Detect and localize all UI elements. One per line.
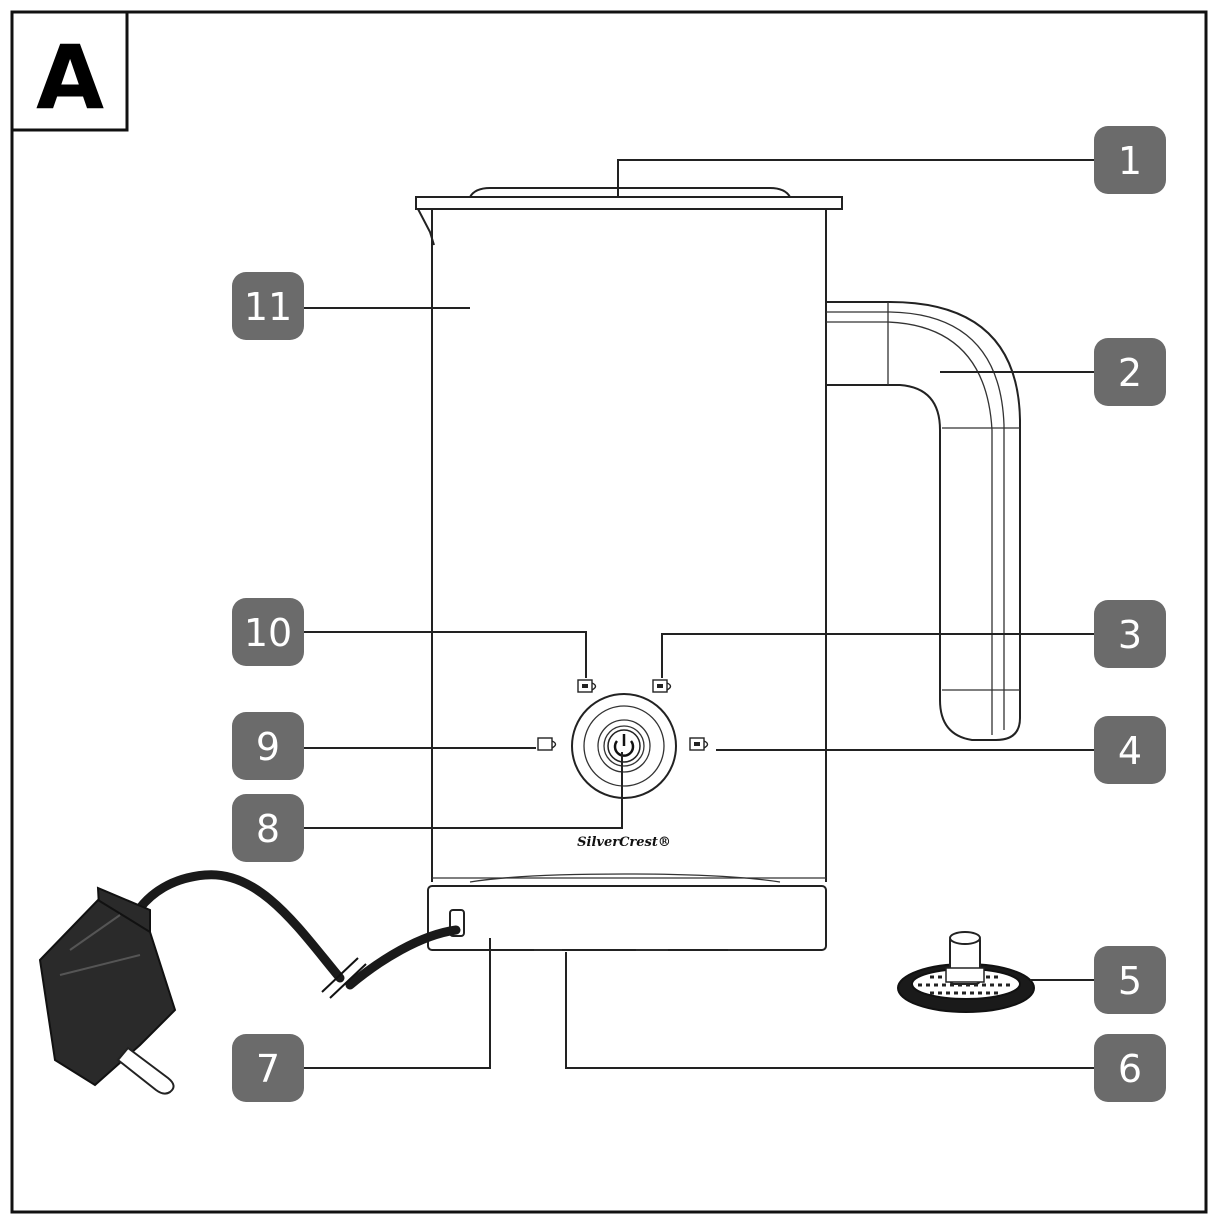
diagram-frame bbox=[10, 10, 1208, 1214]
callout-1: 1 bbox=[1094, 126, 1166, 194]
callout-4: 4 bbox=[1094, 716, 1166, 784]
svg-text:9: 9 bbox=[256, 725, 280, 769]
whisk bbox=[897, 931, 1035, 1013]
base bbox=[427, 873, 827, 951]
panel-letter: A bbox=[36, 26, 104, 129]
leader-1 bbox=[617, 159, 1094, 196]
callout-5: 5 bbox=[1094, 946, 1166, 1014]
cup-icon-4 bbox=[689, 737, 709, 751]
lid-top bbox=[469, 187, 791, 198]
plug-prong bbox=[116, 1046, 175, 1095]
svg-text:5: 5 bbox=[1118, 959, 1142, 1003]
cup-icon-10 bbox=[577, 679, 597, 693]
svg-text:11: 11 bbox=[244, 285, 292, 329]
power-plug bbox=[38, 886, 177, 1095]
brand-logo: SilverCrest® bbox=[577, 835, 671, 850]
callout-2: 2 bbox=[1094, 338, 1166, 406]
power-icon bbox=[613, 740, 635, 757]
lid-rim bbox=[415, 196, 843, 210]
panel-label: A bbox=[12, 12, 129, 132]
jug bbox=[415, 187, 1021, 882]
handle-outer bbox=[826, 301, 1021, 741]
power-cable bbox=[135, 870, 461, 999]
handle-inner-1 bbox=[826, 311, 1005, 730]
jug-body bbox=[431, 209, 827, 882]
callout-8: 8 bbox=[232, 794, 304, 862]
control-ring bbox=[571, 693, 677, 799]
callout-9: 9 bbox=[232, 712, 304, 780]
leader-3 bbox=[661, 633, 1094, 678]
handle-grip bbox=[942, 427, 1020, 691]
base-body bbox=[427, 885, 827, 951]
svg-text:4: 4 bbox=[1118, 729, 1142, 773]
leader-8 bbox=[304, 752, 623, 829]
power-button[interactable] bbox=[607, 729, 641, 763]
callout-11: 11 bbox=[232, 272, 304, 340]
svg-text:1: 1 bbox=[1118, 139, 1142, 183]
svg-text:3: 3 bbox=[1118, 613, 1142, 657]
callout-6: 6 bbox=[1094, 1034, 1166, 1102]
svg-text:7: 7 bbox=[256, 1047, 280, 1091]
callout-3: 3 bbox=[1094, 600, 1166, 668]
leader-7 bbox=[304, 938, 491, 1069]
handle-inner-2 bbox=[826, 321, 993, 735]
svg-text:2: 2 bbox=[1118, 351, 1142, 395]
leader-lines bbox=[304, 159, 1094, 1069]
cup-icon-9 bbox=[537, 737, 557, 751]
cup-icon-3 bbox=[652, 679, 672, 693]
svg-text:8: 8 bbox=[256, 807, 280, 851]
callout-7: 7 bbox=[232, 1034, 304, 1102]
svg-text:10: 10 bbox=[244, 611, 292, 655]
control-panel: SilverCrest® bbox=[537, 679, 709, 850]
callout-10: 10 bbox=[232, 598, 304, 666]
leader-6 bbox=[565, 952, 1094, 1069]
leader-10 bbox=[304, 631, 587, 678]
svg-text:6: 6 bbox=[1118, 1047, 1142, 1091]
